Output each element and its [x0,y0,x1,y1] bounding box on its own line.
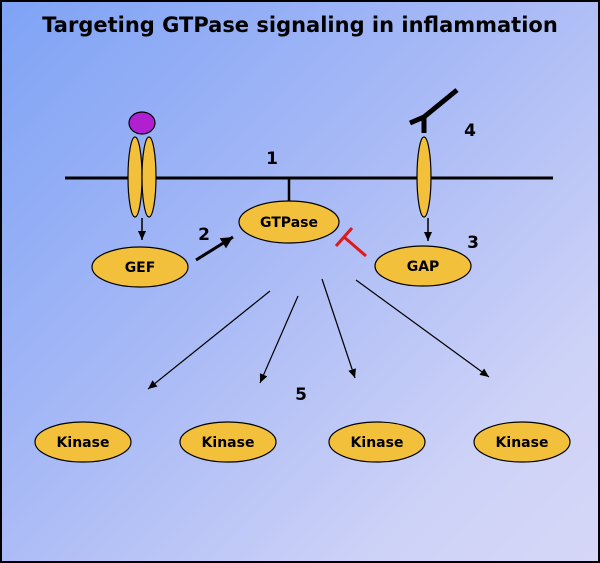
step-number-2: 2 [198,225,210,245]
kinase-node-2: Kinase [179,421,277,463]
ligand [128,111,156,135]
kinase-label-1: Kinase [57,435,110,451]
step-number-5: 5 [295,385,307,405]
receptor-right [416,136,432,218]
kinase-node-1: Kinase [34,421,132,463]
arrow-to-kinase-3 [321,278,356,379]
receptor-left [127,136,157,218]
arrow-gef-to-gtpase [195,235,234,262]
antibody [409,88,459,133]
gef-label: GEF [125,260,156,276]
gtpase-node: GTPase [238,200,340,244]
kinase-label-2: Kinase [202,435,255,451]
kinase-label-4: Kinase [496,435,549,451]
gef-node: GEF [91,246,189,288]
kinase-node-3: Kinase [328,421,426,463]
kinase-label-3: Kinase [351,435,404,451]
gap-inhibition [334,227,367,258]
arrow-to-kinase-4 [355,279,490,378]
diagram-title: Targeting GTPase signaling in inflammati… [42,13,558,37]
gap-node: GAP [374,245,472,287]
step-number-3: 3 [467,233,479,253]
arrow-to-kinase-1 [147,290,271,390]
kinase-node-4: Kinase [473,421,571,463]
gtpase-label: GTPase [260,215,318,231]
arrow-to-kinase-2 [259,295,299,384]
gap-label: GAP [407,259,440,275]
step-number-1: 1 [266,149,278,169]
step-number-4: 4 [464,121,476,141]
